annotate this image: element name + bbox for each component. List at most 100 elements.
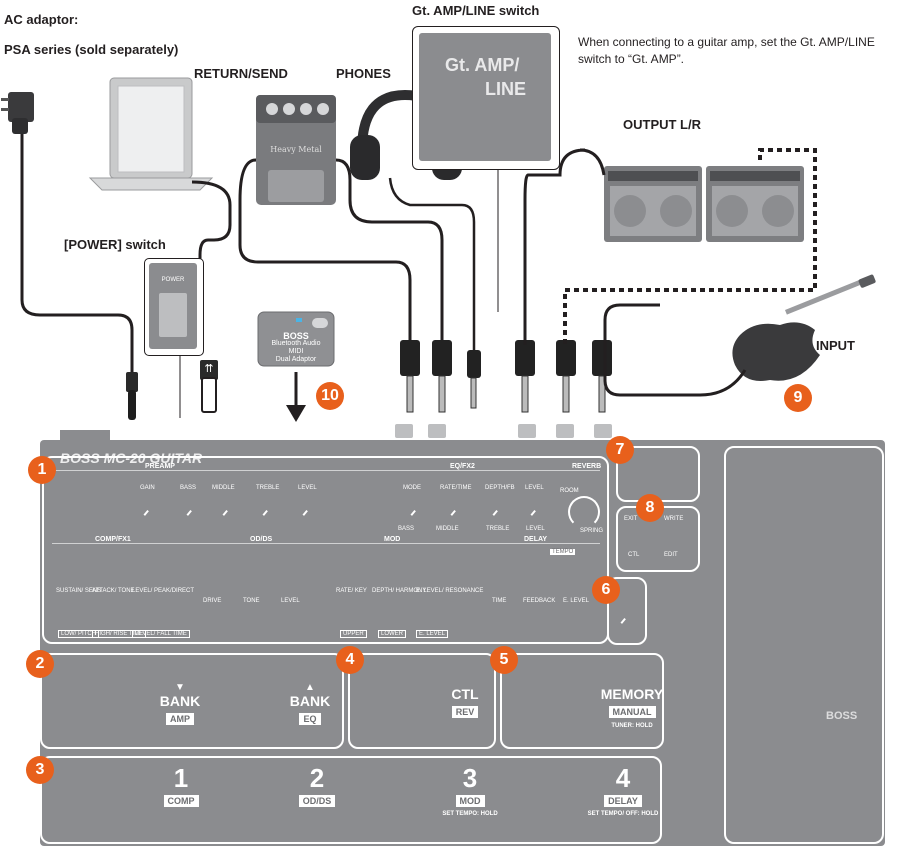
mod-knob-depth[interactable]: DEPTH/ HARMONY (372, 588, 427, 594)
comp-knob-sustain[interactable]: SUSTAIN/ SENS (56, 588, 102, 594)
eq-fx2-header: EQ/FX2 (450, 463, 475, 470)
mod-knob-elevel[interactable]: E. LEVEL/ RESONANCE (416, 588, 484, 594)
comp-knob-attack[interactable]: ATTACK/ TONE (92, 588, 135, 594)
power-switch-label: [POWER] switch (64, 237, 166, 252)
footswitch-2[interactable]: 2 OD/DS (282, 765, 352, 809)
delay-knob-time[interactable]: TIME (492, 598, 507, 604)
section-6-knob (607, 577, 647, 645)
eq-btn-treble[interactable]: TREBLE (486, 526, 510, 532)
section-5-memory-switch (500, 653, 664, 749)
jack-input (594, 424, 612, 438)
preamp-knob-level[interactable]: LEVEL (298, 485, 317, 491)
power-switch-graphic (159, 293, 187, 337)
jack-send (428, 424, 446, 438)
bank-down-name: BANK (159, 693, 201, 709)
eq-btn-middle[interactable]: MIDDLE (436, 526, 459, 532)
switch-3-number: 3 (462, 763, 478, 793)
footswitch-3[interactable]: 3 MOD SET TEMPO: HOLD (430, 765, 510, 817)
bank-up-arrow-icon: ▲ (305, 682, 315, 693)
od-knob-level[interactable]: LEVEL (281, 598, 300, 604)
comp-btn-high[interactable]: HIGH/ RISE TIME (92, 630, 147, 638)
psa-series-label: PSA series (sold separately) (4, 42, 179, 57)
svg-text:Heavy Metal: Heavy Metal (270, 145, 322, 154)
tempo-tag: TEMPO (550, 549, 576, 555)
memory-note: TUNER: HOLD (611, 723, 653, 729)
callout-3: 3 (26, 756, 54, 784)
switch-1-name: COMP (163, 795, 199, 807)
bank-up-name: BANK (289, 693, 331, 709)
callout-9: 9 (784, 384, 812, 412)
output-lr-label: OUTPUT L/R (623, 117, 701, 132)
callout-6: 6 (592, 576, 620, 604)
input-label: INPUT (816, 338, 855, 353)
bank-down-switch[interactable]: ▼ BANK AMP (130, 682, 230, 727)
callout-2: 2 (26, 650, 54, 678)
od-ds-header: OD/DS (250, 536, 273, 543)
eq-knob-depth-fb[interactable]: DEPTH/FB (485, 485, 515, 491)
preamp-knob-middle[interactable]: MIDDLE (212, 485, 235, 491)
exit-button[interactable]: EXIT (624, 516, 638, 522)
heavy-metal-pedal: Heavy Metal (238, 95, 444, 345)
pedal-top-tab (60, 430, 110, 442)
section-1-effect-knobs (42, 456, 609, 644)
comp-btn-level[interactable]: LEVEL/ FALL TIME (132, 630, 190, 638)
footswitch-1[interactable]: 1 COMP (146, 765, 216, 809)
delay-knob-elevel[interactable]: E. LEVEL (563, 598, 590, 604)
switch-2-number: 2 (309, 763, 325, 793)
footswitch-4[interactable]: 4 DELAY SET TEMPO/ OFF: HOLD (578, 765, 668, 817)
ctl-switch-sub: REV (451, 706, 479, 718)
mod-btn-elevel[interactable]: E. LEVEL (416, 630, 449, 638)
eq-knob-rate-time[interactable]: RATE/TIME (440, 485, 472, 491)
section-9-expression-pedal[interactable] (724, 446, 884, 844)
bank-down-sub: AMP (166, 713, 194, 725)
od-knob-drive[interactable]: DRIVE (203, 598, 222, 604)
delay-header: DELAY (524, 536, 548, 543)
gt-amp-line-label: Gt. AMP/LINE switch (412, 3, 540, 18)
mod-btn-lower[interactable]: LOWER (378, 630, 407, 638)
jack-out-r (556, 424, 574, 438)
power-inset-text: POWER (161, 277, 185, 283)
mod-btn-upper[interactable]: UPPER (340, 630, 367, 638)
callout-7: 7 (606, 436, 634, 464)
return-send-label: RETURN/SEND (194, 66, 288, 81)
ctl-switch-name: CTL (451, 686, 479, 702)
eq-knob-level[interactable]: LEVEL (525, 485, 544, 491)
ctl-button[interactable]: CTL (628, 552, 640, 558)
preamp-knob-gain[interactable]: GAIN (140, 485, 155, 491)
delay-knob-feedback[interactable]: FEEDBACK (523, 598, 556, 604)
section-2-bank-switches (40, 653, 344, 749)
mod-knob-rate[interactable]: RATE/ KEY (336, 588, 367, 594)
edit-button[interactable]: EDIT (664, 552, 678, 558)
bt-line2: Bluetooth Audio MIDI (271, 340, 321, 355)
jack-out-l (518, 424, 536, 438)
callout-1: 1 (28, 456, 56, 484)
write-button[interactable]: WRITE (664, 516, 684, 522)
section-3-number-switches (40, 756, 662, 844)
od-knob-tone[interactable]: TONE (243, 598, 260, 604)
svg-text:⇈: ⇈ (204, 362, 213, 375)
comp-knob-level[interactable]: LEVEL/ PEAK/DIRECT (132, 588, 195, 594)
eq-btn-level[interactable]: LEVEL (526, 526, 545, 532)
gt-amp-note: When connecting to a guitar amp, set the… (578, 35, 875, 66)
preamp-knob-treble[interactable]: TREBLE (256, 485, 280, 491)
boss-logo: BOSS (826, 710, 858, 722)
bank-up-switch[interactable]: ▲ BANK EQ (255, 682, 365, 727)
eq-btn-bass[interactable]: BASS (398, 526, 415, 532)
eq-knob-mode[interactable]: MODE (403, 485, 421, 491)
reverb-knob[interactable] (568, 496, 600, 528)
preamp-knob-bass[interactable]: BASS (180, 485, 197, 491)
phones-label: PHONES (336, 66, 391, 81)
switch-4-name: DELAY (604, 795, 642, 807)
memory-footswitch[interactable]: MEMORY MANUAL TUNER: HOLD (582, 686, 682, 729)
switch-3-name: MOD (455, 795, 485, 807)
reverb-header: REVERB (572, 463, 602, 470)
mod-header: MOD (384, 536, 401, 543)
reverb-room-label: ROOM (560, 488, 579, 494)
comp-btn-low[interactable]: LOW/ PITCH (58, 630, 100, 638)
reverb-spring-label: SPRING (580, 528, 604, 534)
comp-fx1-header: COMP/FX1 (95, 536, 131, 543)
switch-1-number: 1 (173, 763, 189, 793)
callout-5: 5 (490, 646, 518, 674)
ctl-footswitch[interactable]: CTL REV (430, 686, 500, 720)
